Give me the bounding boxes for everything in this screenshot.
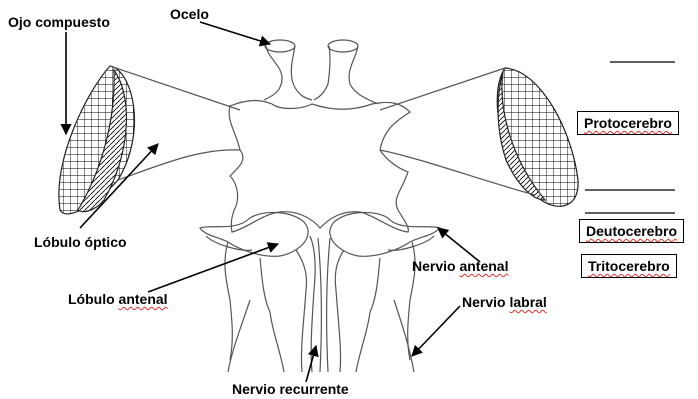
label-nervio-labral-word1: Nervio [462,294,506,310]
tritocerebrum-connectives [225,236,415,372]
protocerebrum-body [229,101,410,233]
arrow-nervio-labral [412,306,460,356]
arrow-nervio-antenal [438,228,480,262]
box-deutocerebro: Deutocerebro [579,219,684,243]
label-nervio-antenal-word1: Nervio [412,258,456,274]
label-nervio-labral: Nervio labral [462,294,547,310]
label-ocelo: Ocelo [170,6,209,22]
label-nervio-antenal: Nervio antenal [412,258,508,274]
left-compound-eye [59,66,135,214]
box-protocerebro-text: Protocerebro [584,115,672,131]
right-compound-eye [497,68,578,206]
box-deutocerebro-text: Deutocerebro [586,223,677,239]
label-nervio-labral-word2: labral [509,294,546,310]
box-tritocerebro: Tritocerebro [581,254,677,278]
arrow-lobulo-antenal [148,244,278,292]
label-nervio-recurrente: Nervio recurrente [232,381,349,397]
label-nervio-antenal-word2: antenal [459,258,508,274]
label-lobulo-optico: Lóbulo óptico [34,234,127,250]
label-ojo-compuesto: Ojo compuesto [8,14,110,30]
box-tritocerebro-text: Tritocerebro [588,258,670,274]
label-lobulo-antenal-word2: antenal [119,291,168,307]
label-lobulo-antenal-word1: Lóbulo [68,291,115,307]
label-lobulo-antenal: Lóbulo antenal [68,291,168,307]
box-protocerebro: Protocerebro [577,111,679,135]
arrow-ocelo [200,22,270,44]
ocelli [264,40,378,104]
deutocerebrum [200,212,308,256]
